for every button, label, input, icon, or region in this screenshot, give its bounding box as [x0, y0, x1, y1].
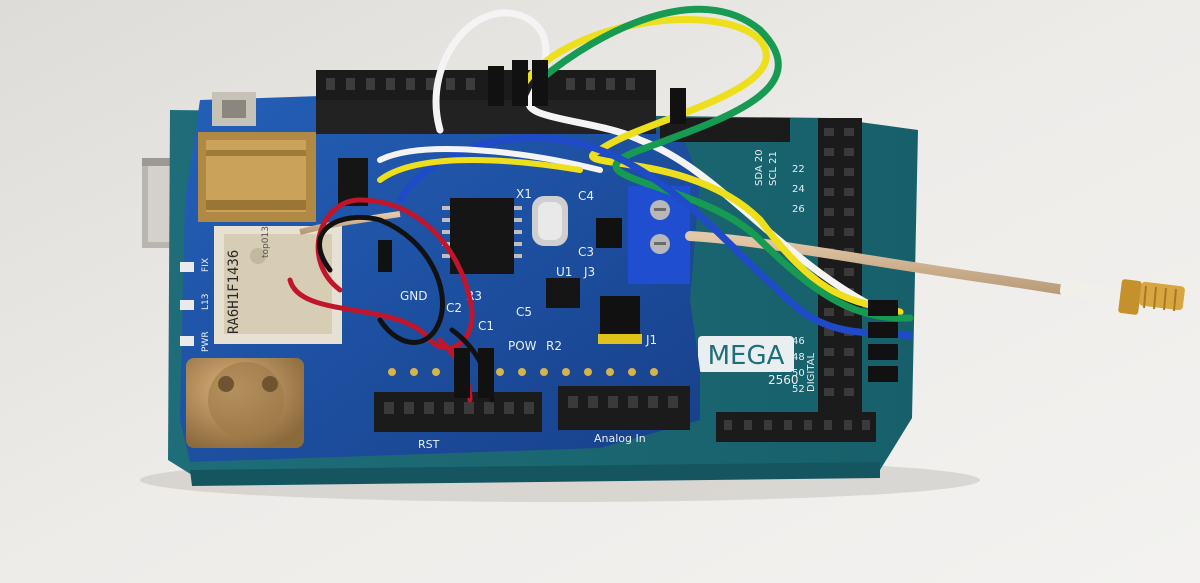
mega-bottom-header [716, 412, 876, 442]
jumper-j3 [596, 218, 622, 248]
shield-top-header [316, 70, 790, 142]
svg-text:50: 50 [792, 368, 805, 379]
svg-text:22: 22 [792, 164, 805, 175]
mega-model-label: 2560 [768, 373, 799, 387]
gps-top-label: top013 [261, 226, 271, 258]
red-wire [287, 197, 475, 351]
analog-in-label: Analog In [594, 432, 646, 445]
gps-module: top013 RA6H1F1436 [214, 226, 342, 344]
svg-text:L13: L13 [201, 294, 211, 310]
svg-text:C4: C4 [578, 189, 594, 203]
svg-text:GND: GND [400, 289, 428, 303]
white-wire-2 [377, 146, 603, 173]
svg-text:C3: C3 [578, 245, 594, 259]
mega-label: MEGA [708, 341, 785, 371]
digital-label: DIGITAL [806, 352, 817, 392]
black-wire [317, 214, 445, 345]
svg-text:C5: C5 [516, 305, 532, 319]
main-ic [442, 198, 522, 274]
crystal [532, 196, 568, 246]
svg-text:46: 46 [792, 336, 805, 347]
svg-text:C2: C2 [446, 301, 462, 315]
svg-text:SDA 20: SDA 20 [754, 149, 765, 186]
jumper-wires [287, 5, 914, 403]
antenna-cable [299, 211, 1185, 315]
reset-button [212, 92, 256, 126]
rst-label: RST [418, 438, 440, 451]
svg-text:X1: X1 [516, 187, 532, 201]
gps-code-label: RA6H1F1436 [226, 250, 242, 334]
small-ic [546, 278, 580, 308]
svg-text:R2: R2 [546, 339, 562, 353]
green-wire [536, 5, 914, 322]
mega-logo: MEGA 2560 DIGITAL [698, 336, 817, 392]
svg-text:26: 26 [792, 204, 805, 215]
solder-pads [388, 368, 658, 376]
coin-cell-holder [186, 358, 304, 448]
svg-text:J1: J1 [645, 333, 657, 347]
shield-bottom-header-left: RST [374, 392, 542, 451]
shield-bottom-header-right: Analog In [558, 386, 690, 445]
svg-text:24: 24 [792, 184, 805, 195]
svg-text:FIX: FIX [201, 258, 211, 272]
mega-digital-header [818, 118, 862, 418]
svg-text:U1: U1 [556, 265, 572, 279]
status-leds: FIX L13 PWR [180, 258, 211, 352]
svg-text:SCL 21: SCL 21 [768, 151, 779, 186]
svg-text:C1: C1 [478, 319, 494, 333]
svg-text:PWR: PWR [201, 331, 211, 352]
dupont-connectors [378, 60, 898, 398]
mega-pin-numbers: 22 24 26 46 48 50 52 SDA 20 SCL 21 [754, 149, 805, 395]
svg-text:POW: POW [508, 339, 537, 353]
svg-text:J3: J3 [583, 265, 595, 279]
sd-card-slot [198, 132, 316, 222]
svg-text:48: 48 [792, 352, 805, 363]
yellow-wire [516, 16, 904, 316]
jumper-yellow [598, 334, 642, 344]
svg-text:52: 52 [792, 384, 805, 395]
yellow-wire-2 [377, 157, 583, 183]
